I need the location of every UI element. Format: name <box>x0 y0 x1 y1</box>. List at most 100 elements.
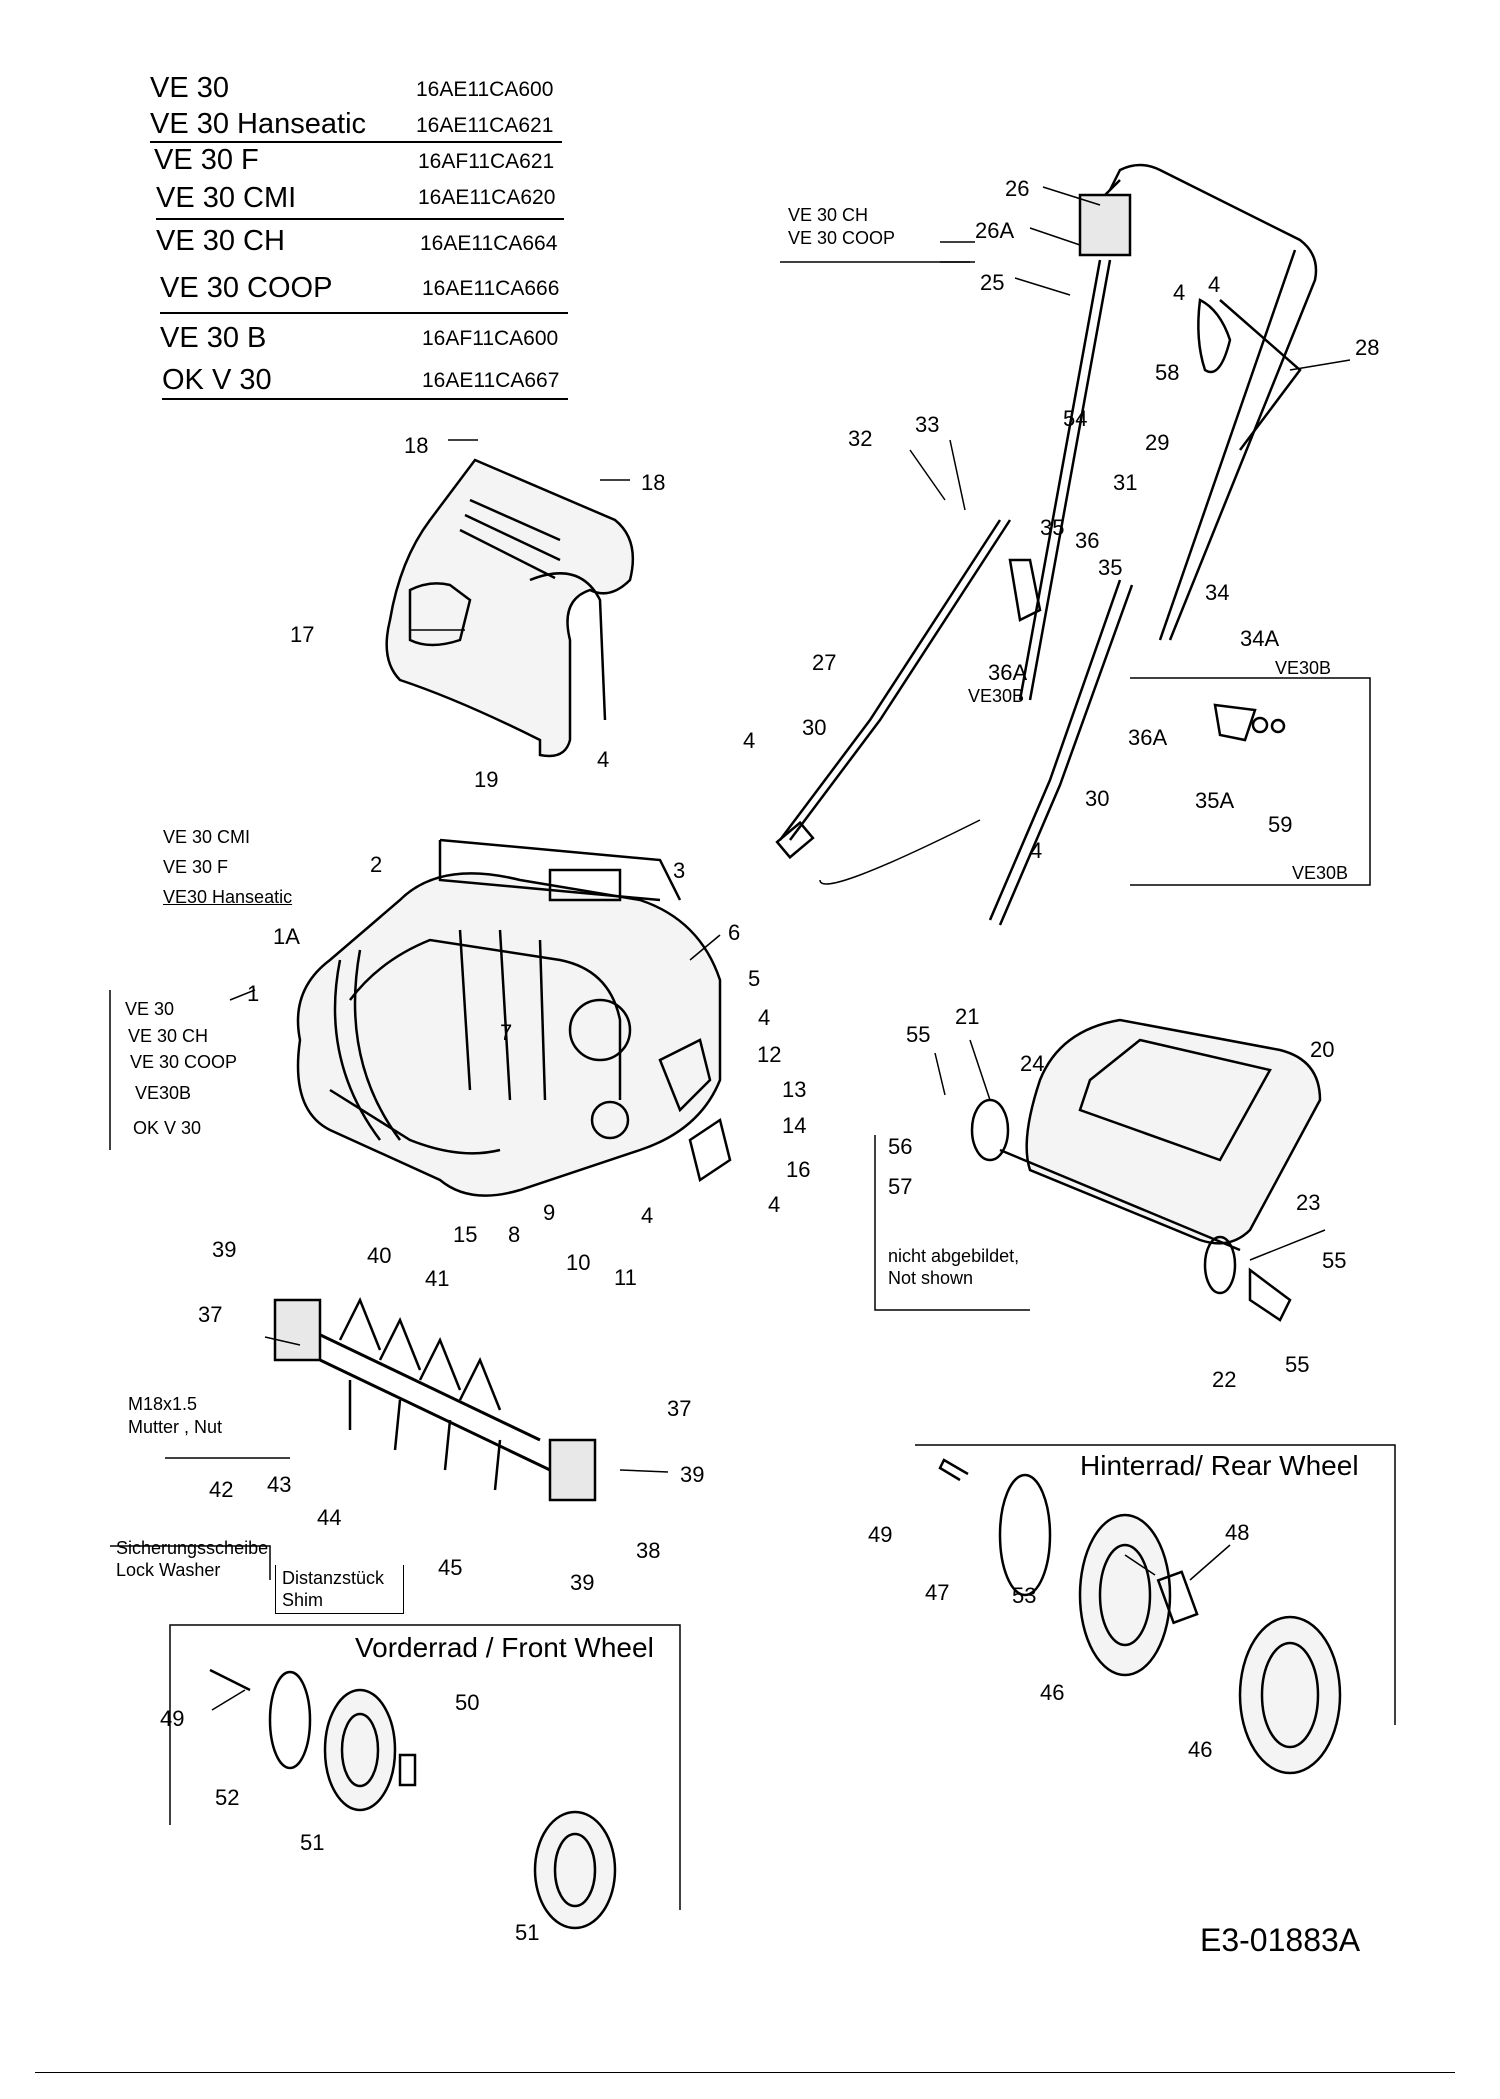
callout-label: 55 <box>1285 1352 1310 1377</box>
callout-label: 6 <box>728 920 741 945</box>
model-name: VE 30 F <box>154 144 259 176</box>
housing-part <box>296 838 732 1197</box>
variant-label: VE 30 CMI <box>163 827 251 847</box>
model-code: 16AE11CA664 <box>420 232 558 255</box>
callout-label: 27 <box>812 650 837 675</box>
model-name: VE 30 Hanseatic <box>150 108 367 140</box>
callout-label: 59 <box>1268 812 1293 837</box>
callout-label: 8 <box>508 1222 521 1247</box>
callout-label: 11 <box>614 1265 637 1290</box>
callout-label: 5 <box>748 966 761 991</box>
callout-label: 55 <box>1322 1248 1347 1273</box>
callout-label: 22 <box>1212 1367 1237 1392</box>
callout-label: 2 <box>370 852 383 877</box>
callout-label: 18 <box>404 433 429 458</box>
callout-label: 20 <box>1310 1037 1335 1062</box>
table-divider <box>156 218 564 220</box>
ve30b-box-label: VE30B <box>1292 863 1349 883</box>
callout-label: 37 <box>198 1302 223 1327</box>
callout-label: 53 <box>1012 1583 1037 1608</box>
variant-label: VE30 Hanseatic <box>163 887 293 907</box>
rear-wheel-title: Hinterrad/ Rear Wheel <box>1080 1450 1359 1481</box>
callout-label: 21 <box>955 1004 980 1029</box>
note-text: Mutter , Nut <box>128 1417 223 1437</box>
model-code: 16AE11CA621 <box>416 114 554 137</box>
callout-label: 24 <box>1020 1051 1045 1076</box>
grass-catcher-part <box>999 1018 1322 1252</box>
front-wheel-drawing <box>209 1668 617 1930</box>
model-code: 16AE11CA600 <box>416 78 554 101</box>
variant-label: OK V 30 <box>133 1118 202 1138</box>
callout-label: 10 <box>566 1250 591 1275</box>
callout-label: 47 <box>925 1580 950 1605</box>
callout-label: 4 <box>1208 272 1221 297</box>
model-name: VE 30 CH <box>156 225 285 257</box>
note-text: Sicherungsscheibe <box>116 1538 269 1558</box>
callout-label: 42 <box>209 1477 234 1502</box>
page-footer-line <box>35 2072 1455 2073</box>
ve30b-detail-drawing <box>1213 703 1286 742</box>
cover-part <box>385 458 635 758</box>
model-code: 16AE11CA620 <box>418 186 556 209</box>
callout-label: 48 <box>1225 1520 1250 1545</box>
callout-label: 17 <box>290 622 315 647</box>
callout-label: 12 <box>757 1042 782 1067</box>
callout-label: 19 <box>474 767 499 792</box>
variant-label: VE 30 CH <box>788 205 869 225</box>
callout-label: 4 <box>758 1005 771 1030</box>
callout-label: 7 <box>500 1020 513 1045</box>
leader-lines <box>211 186 1351 1711</box>
callout-label: 4 <box>743 728 756 753</box>
tine-shaft-part <box>273 1296 597 1502</box>
model-name: VE 30 B <box>160 322 267 354</box>
callout-label: 54 <box>1063 406 1088 431</box>
note-text: Shim <box>282 1590 324 1610</box>
callout-label: 35 <box>1098 555 1123 580</box>
shim-note: Distanzstück Shim <box>275 1565 404 1614</box>
callout-label: 4 <box>1030 838 1043 863</box>
callout-label: 1A <box>273 924 300 949</box>
handle-part <box>775 163 1318 926</box>
callout-label: 15 <box>453 1222 478 1247</box>
callout-label: 36A <box>1128 725 1168 750</box>
model-code: 16AF11CA621 <box>418 150 555 173</box>
table-divider <box>150 141 562 143</box>
variant-label: VE 30 F <box>163 857 229 877</box>
model-name: VE 30 CMI <box>156 182 297 214</box>
callout-label: 3 <box>673 858 686 883</box>
callout-label: 25 <box>980 270 1005 295</box>
callout-label: 39 <box>680 1462 705 1487</box>
callout-label: 16 <box>786 1157 811 1182</box>
callout-label: 29 <box>1145 430 1170 455</box>
model-name: VE 30 COOP <box>160 272 333 304</box>
callout-label: 43 <box>267 1472 292 1497</box>
rear-wheel-drawing <box>938 1458 1342 1775</box>
callout-label: 26 <box>1005 176 1030 201</box>
callout-label: 55 <box>906 1022 931 1047</box>
table-divider <box>160 312 568 314</box>
callout-label: 49 <box>160 1706 185 1731</box>
callout-label: 32 <box>848 426 873 451</box>
callout-label: 39 <box>212 1237 237 1262</box>
model-code: 16AF11CA600 <box>422 327 559 350</box>
note-text: Not shown <box>888 1268 974 1288</box>
variant-label: VE30B <box>135 1083 192 1103</box>
ve30b-box-label: VE30B <box>1275 658 1332 678</box>
callout-label: 9 <box>543 1200 556 1225</box>
ve30b-label: VE30B <box>968 686 1025 706</box>
callout-label: 46 <box>1040 1680 1065 1705</box>
model-code: 16AE11CA667 <box>422 369 560 392</box>
callout-label: 49 <box>868 1522 893 1547</box>
callout-label: 52 <box>215 1785 240 1810</box>
callout-label: 33 <box>915 412 940 437</box>
callout-label: 28 <box>1355 335 1380 360</box>
callout-label: 46 <box>1188 1737 1213 1762</box>
callout-label: 1 <box>247 981 260 1006</box>
callout-label: 36 <box>1075 528 1100 553</box>
callout-label: 44 <box>317 1505 342 1530</box>
model-name: VE 30 <box>150 72 229 104</box>
bracket-frames <box>109 261 1396 1910</box>
callout-label: 40 <box>367 1243 392 1268</box>
callout-label: 58 <box>1155 360 1180 385</box>
